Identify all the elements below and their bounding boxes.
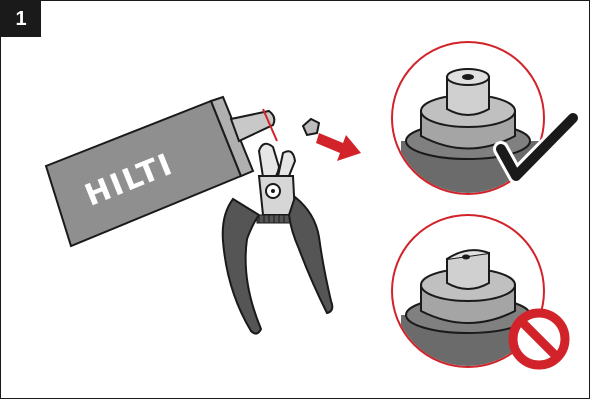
incorrect-result-illustration	[392, 215, 565, 385]
prohibited-icon	[513, 313, 565, 365]
correct-result-illustration	[392, 42, 573, 211]
cut-nozzle-tip-icon	[303, 119, 319, 135]
red-arrow-icon	[316, 133, 361, 161]
